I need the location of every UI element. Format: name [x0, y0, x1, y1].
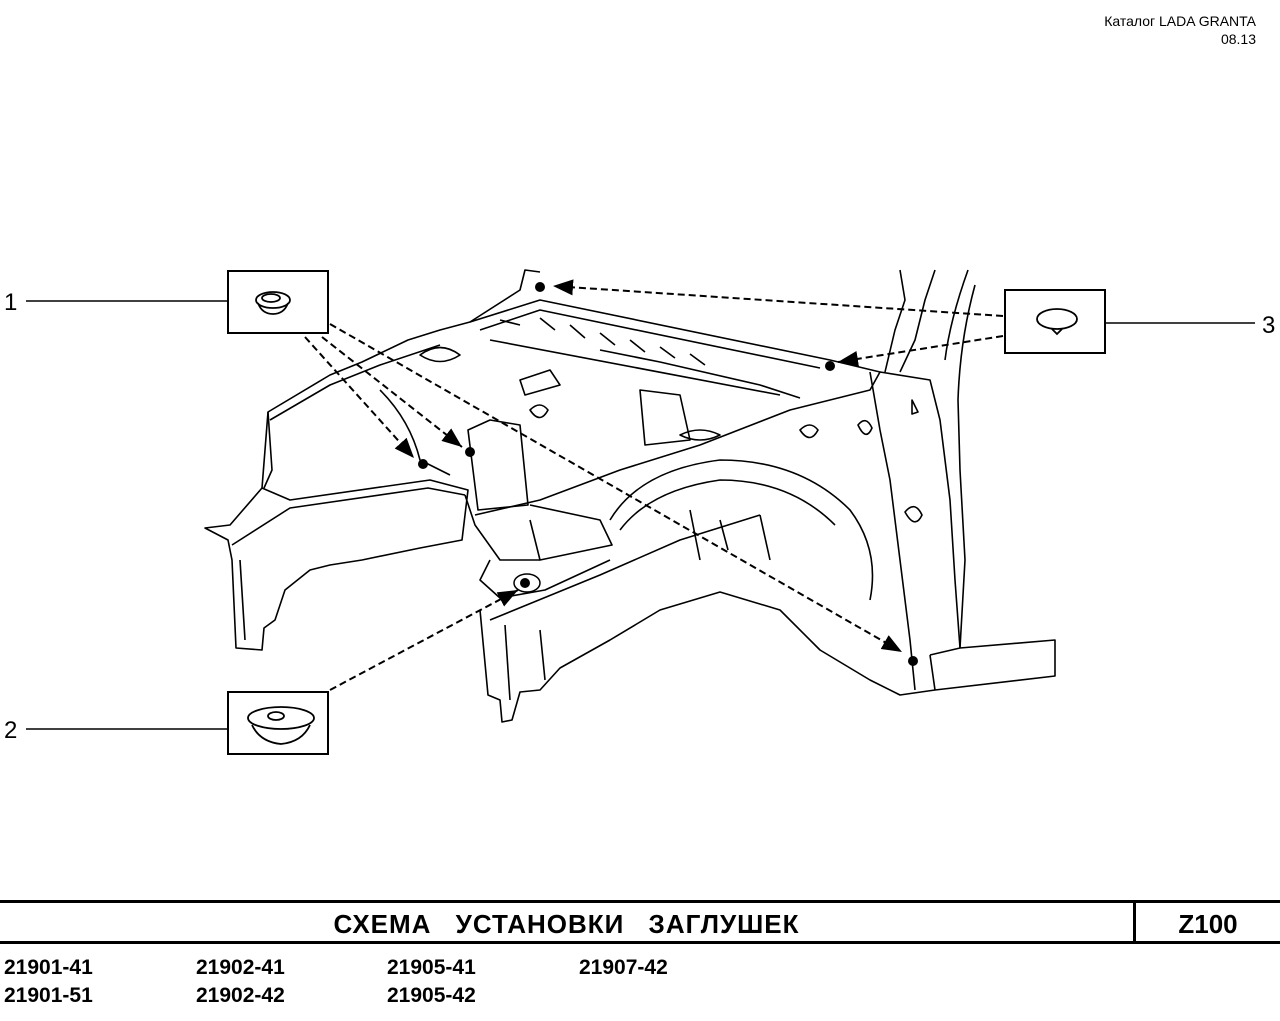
- point-1a: [418, 459, 428, 469]
- diagram-code: Z100: [1178, 909, 1238, 939]
- plug-icon-3: [1036, 308, 1078, 336]
- model-list: 21901-41 21902-41 21905-41 21907-42 2190…: [4, 956, 1274, 1012]
- point-1b: [465, 447, 475, 457]
- catalog-date: 08.13: [1220, 31, 1256, 47]
- plug-icon-2: [247, 706, 315, 745]
- diagram-title: СХЕМА УСТАНОВКИ ЗАГЛУШЕК: [333, 909, 800, 939]
- catalog-name: Каталог LADA GRANTA: [1104, 13, 1256, 29]
- point-3b: [825, 361, 835, 371]
- car-body-structure: [204, 269, 1056, 723]
- callout-number-3: 3: [1262, 312, 1275, 339]
- callout-box-3: [1004, 289, 1106, 354]
- model-code: 21901-41: [4, 956, 93, 979]
- title-bar: СХЕМА УСТАНОВКИ ЗАГЛУШЕК Z100: [0, 900, 1280, 944]
- callout-number-1: 1: [4, 289, 17, 316]
- model-code: 21907-42: [579, 956, 668, 979]
- body-diagram: 1 2 3: [4, 269, 1275, 755]
- catalog-header: Каталог LADA GRANTA 08.13: [1104, 12, 1256, 48]
- model-code: 21902-41: [196, 956, 285, 979]
- model-code: 21901-51: [4, 984, 93, 1007]
- leader-lines: [26, 300, 1255, 730]
- model-row: 21901-41 21902-41 21905-41 21907-42: [4, 956, 1274, 984]
- model-row: 21901-51 21902-42 21905-42: [4, 984, 1274, 1012]
- callout-box-2: [227, 691, 329, 755]
- plug-icon-1: [255, 291, 291, 315]
- callout-box-1: [227, 270, 329, 334]
- model-code: 21905-42: [387, 984, 476, 1007]
- callout-number-2: 2: [4, 717, 17, 744]
- title-divider: [1133, 903, 1136, 941]
- model-code: 21902-42: [196, 984, 285, 1007]
- point-2: [520, 578, 530, 588]
- point-1c: [908, 656, 918, 666]
- point-3a: [535, 282, 545, 292]
- pointer-arrows: [304, 279, 1004, 691]
- installation-points: [418, 282, 918, 666]
- model-code: 21905-41: [387, 956, 476, 979]
